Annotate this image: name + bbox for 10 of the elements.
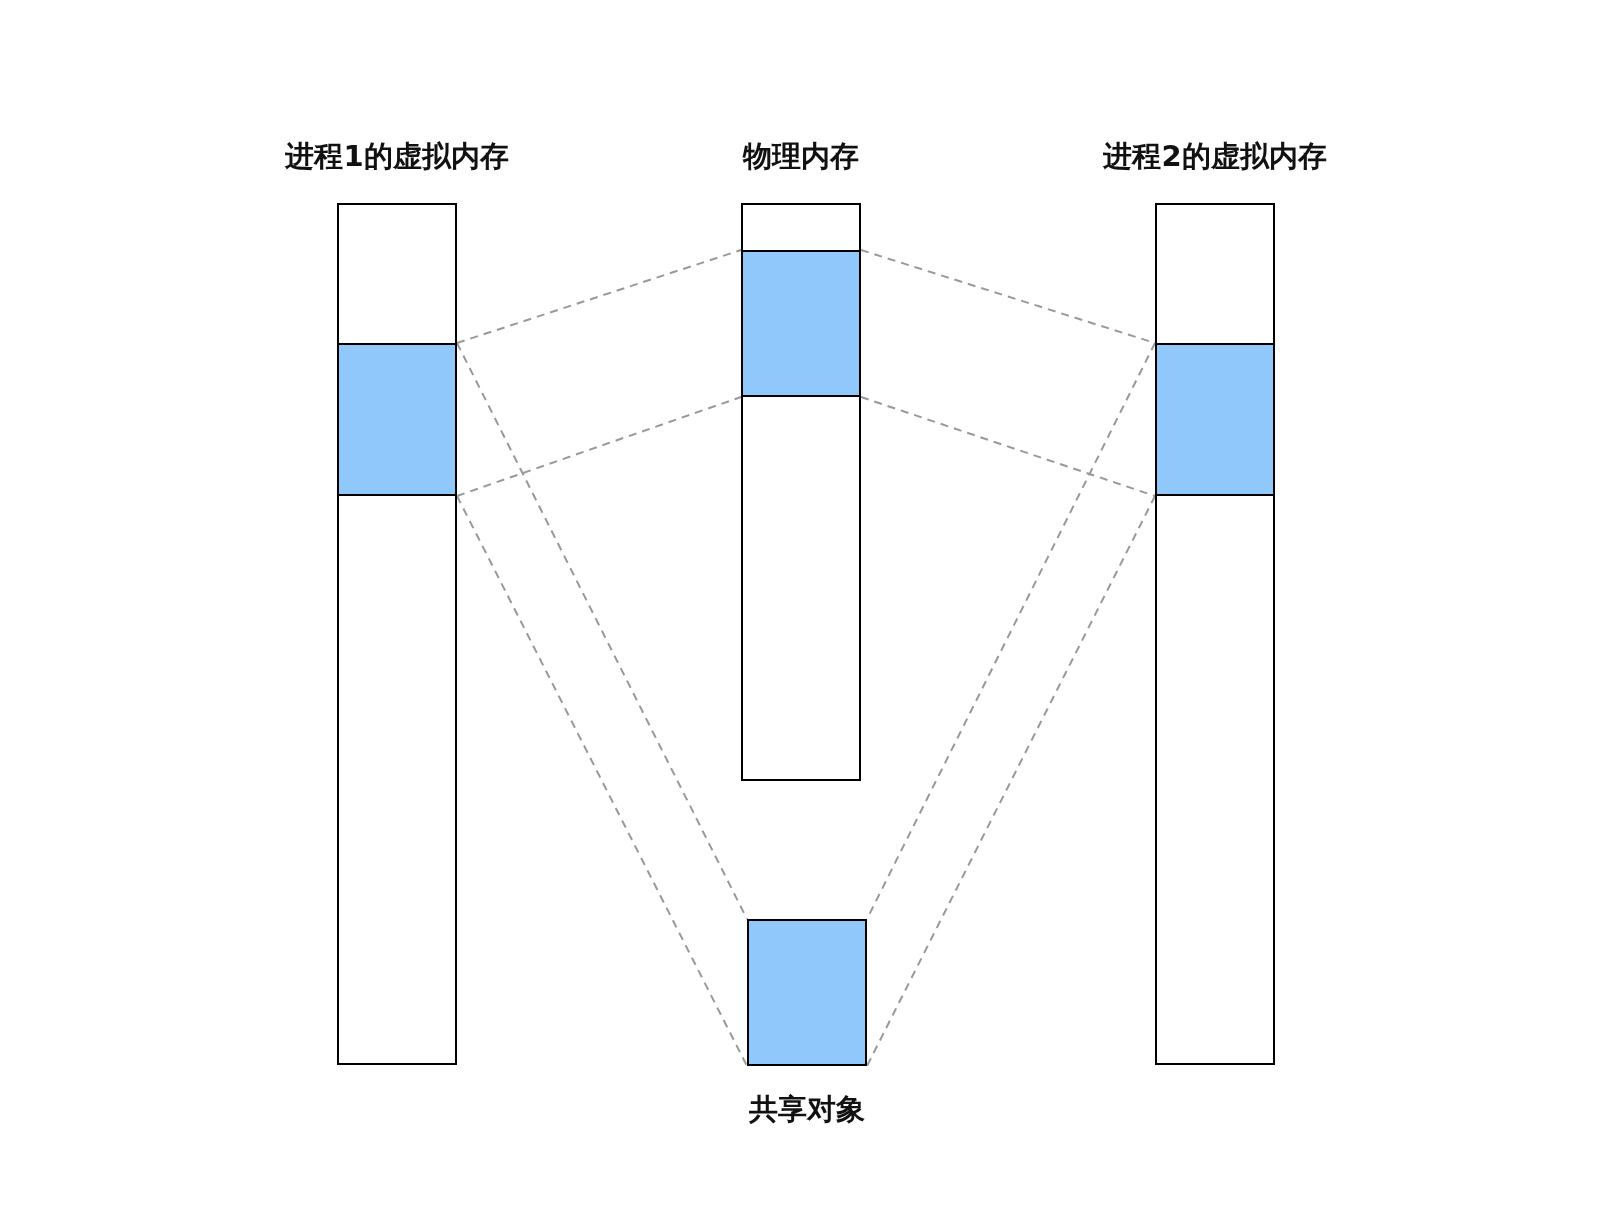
dashed-connector [866,495,1156,1067]
dashed-connector [456,495,748,1067]
dashed-connector [456,249,742,344]
dashed-connector [456,396,742,497]
column-heading: 进程1的虚拟内存 [285,138,509,175]
column-heading: 共享对象 [749,1091,865,1128]
column-heading: 物理内存 [743,138,859,175]
dashed-connector [860,396,1156,497]
column-heading: 进程2的虚拟内存 [1103,138,1327,175]
dashed-connector [456,342,748,920]
